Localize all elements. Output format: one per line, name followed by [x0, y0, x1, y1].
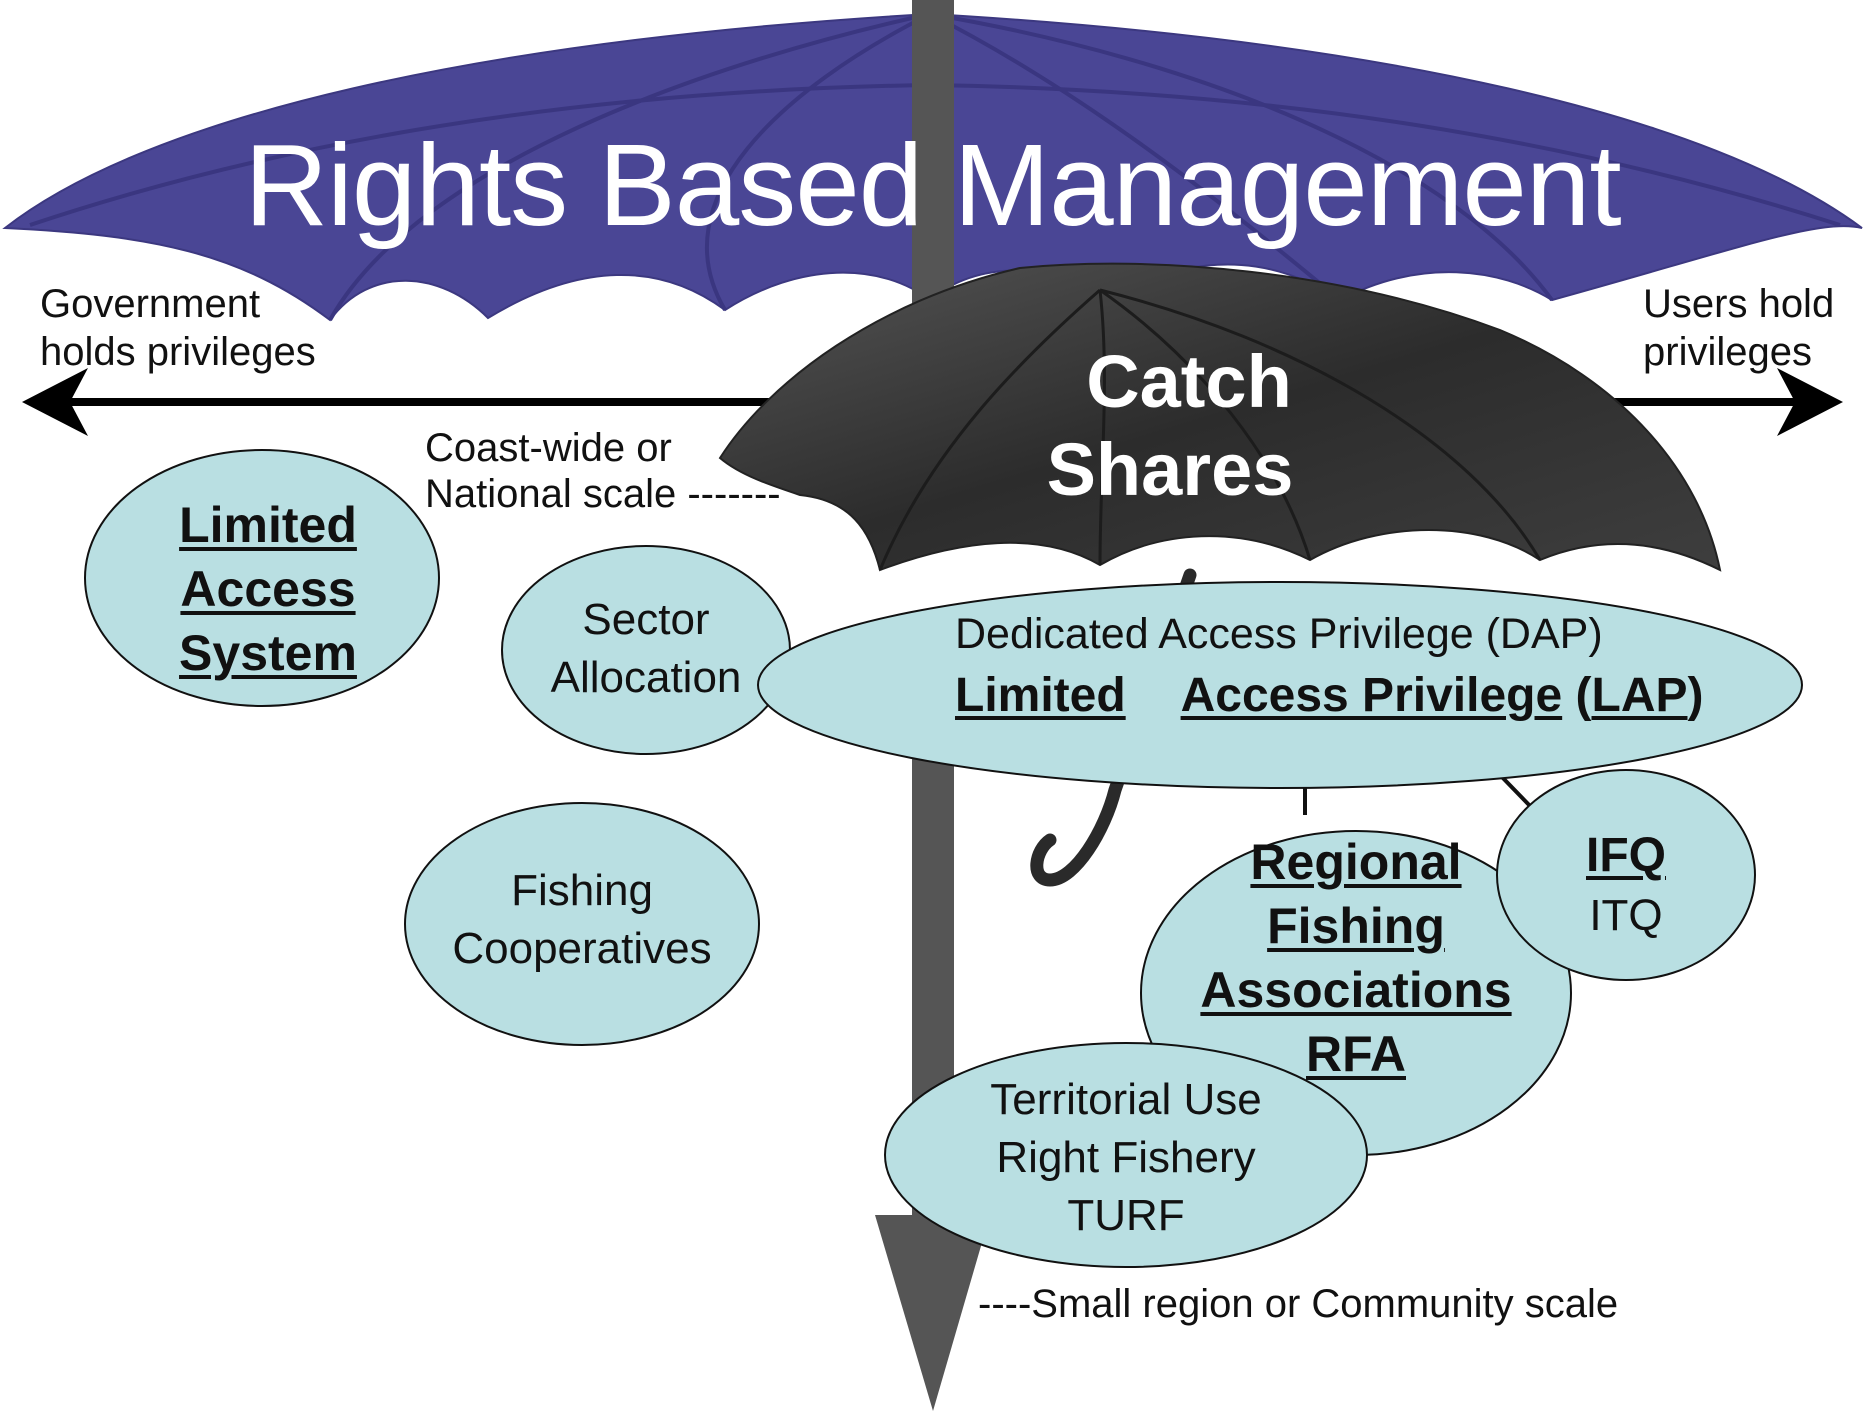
- users-line-1: Users hold: [1643, 282, 1835, 326]
- privilege-axis-right-head: [1777, 368, 1843, 436]
- catch-shares-label: Catch Shares: [960, 338, 1380, 514]
- las-line-3: System: [179, 625, 357, 681]
- bubble-fishing-cooperatives: [404, 802, 760, 1046]
- sector-allocation-label: Sector Allocation: [508, 591, 784, 707]
- fishing-cooperatives-label: Fishing Cooperatives: [422, 862, 742, 978]
- lap-paren-open: (: [1562, 669, 1592, 722]
- lap-word-access-privilege: Access Privilege: [1180, 669, 1563, 722]
- national-scale-line-1: Coast-wide or: [425, 426, 672, 470]
- lap-label: Limited Access Privilege (LAP): [955, 668, 1703, 723]
- community-scale-label: ----Small region or Community scale: [978, 1282, 1619, 1326]
- itq-line: ITQ: [1589, 891, 1663, 940]
- lap-abbr: LAP: [1591, 669, 1688, 722]
- rfa-line-3: Associations: [1200, 962, 1512, 1018]
- las-line-1: Limited: [179, 497, 357, 553]
- coop-line-2: Cooperatives: [452, 924, 712, 973]
- connector-lap-ifq: [1498, 773, 1534, 810]
- page-title: Rights Based Management: [244, 120, 1621, 250]
- catch-shares-umbrella-canopy: [718, 262, 1722, 572]
- catch-shares-umbrella-ribs: [878, 288, 1542, 571]
- umbrella-pole: [912, 0, 954, 320]
- rfa-line-4: RFA: [1306, 1026, 1406, 1082]
- bubble-limited-access-system: [84, 449, 440, 707]
- bubble-lap: [757, 581, 1803, 789]
- national-scale-label: Coast-wide or National scale -------: [425, 425, 781, 517]
- lap-paren-close: ): [1687, 669, 1704, 722]
- government-holds-privileges-label: Government holds privileges: [40, 280, 316, 376]
- dap-label: Dedicated Access Privilege (DAP): [955, 610, 1603, 658]
- turf-line-3: TURF: [1067, 1191, 1185, 1240]
- limited-access-system-label: Limited Access System: [130, 493, 406, 685]
- bubble-ifq: [1496, 769, 1756, 981]
- sector-line-1: Sector: [582, 595, 710, 644]
- catch-shares-line-2: Shares: [1046, 428, 1294, 511]
- bubble-turf: [884, 1042, 1368, 1268]
- rfa-line-1: Regional: [1250, 834, 1462, 890]
- sector-line-2: Allocation: [550, 653, 742, 702]
- users-line-2: privileges: [1643, 330, 1812, 374]
- ifq-line: IFQ: [1586, 829, 1666, 882]
- lap-word-limited: Limited: [955, 669, 1126, 722]
- turf-label: Territorial Use Right Fishery TURF: [946, 1071, 1306, 1245]
- government-line-2: holds privileges: [40, 330, 316, 374]
- turf-line-2: Right Fishery: [996, 1133, 1256, 1182]
- users-hold-privileges-label: Users hold privileges: [1643, 280, 1834, 376]
- rfa-label: Regional Fishing Associations RFA: [1186, 830, 1526, 1086]
- pole-arrowhead: [875, 1215, 990, 1411]
- privilege-axis-left-head: [22, 368, 88, 436]
- las-line-2: Access: [180, 561, 356, 617]
- catch-shares-line-1: Catch: [1086, 340, 1292, 423]
- government-line-1: Government: [40, 282, 261, 326]
- rfa-line-2: Fishing: [1267, 898, 1445, 954]
- coop-line-1: Fishing: [511, 866, 653, 915]
- ifq-label: IFQ ITQ: [1528, 826, 1724, 946]
- national-scale-line-2: National scale -------: [425, 472, 781, 516]
- catch-shares-umbrella-handle: [1030, 568, 1197, 887]
- turf-line-1: Territorial Use: [990, 1075, 1262, 1124]
